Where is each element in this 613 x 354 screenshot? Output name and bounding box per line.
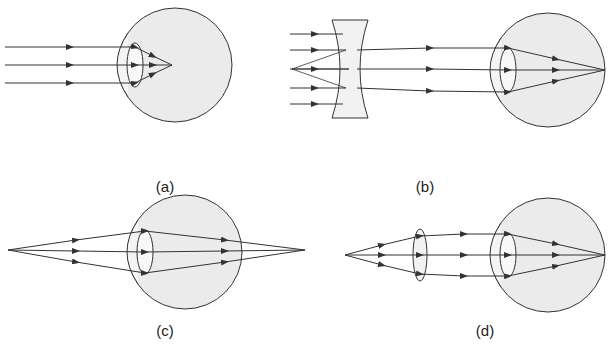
rays-b xyxy=(357,48,605,92)
figure-label: (c) xyxy=(156,322,174,339)
rays-a xyxy=(5,47,172,83)
figure-label: (d) xyxy=(476,322,494,339)
figure-label: (a) xyxy=(156,178,174,195)
figure-label: (b) xyxy=(416,178,434,195)
virtual-rays-b xyxy=(292,50,349,88)
rays-b-incident xyxy=(290,34,349,104)
rays-d xyxy=(345,234,605,276)
rays-c xyxy=(8,231,305,273)
